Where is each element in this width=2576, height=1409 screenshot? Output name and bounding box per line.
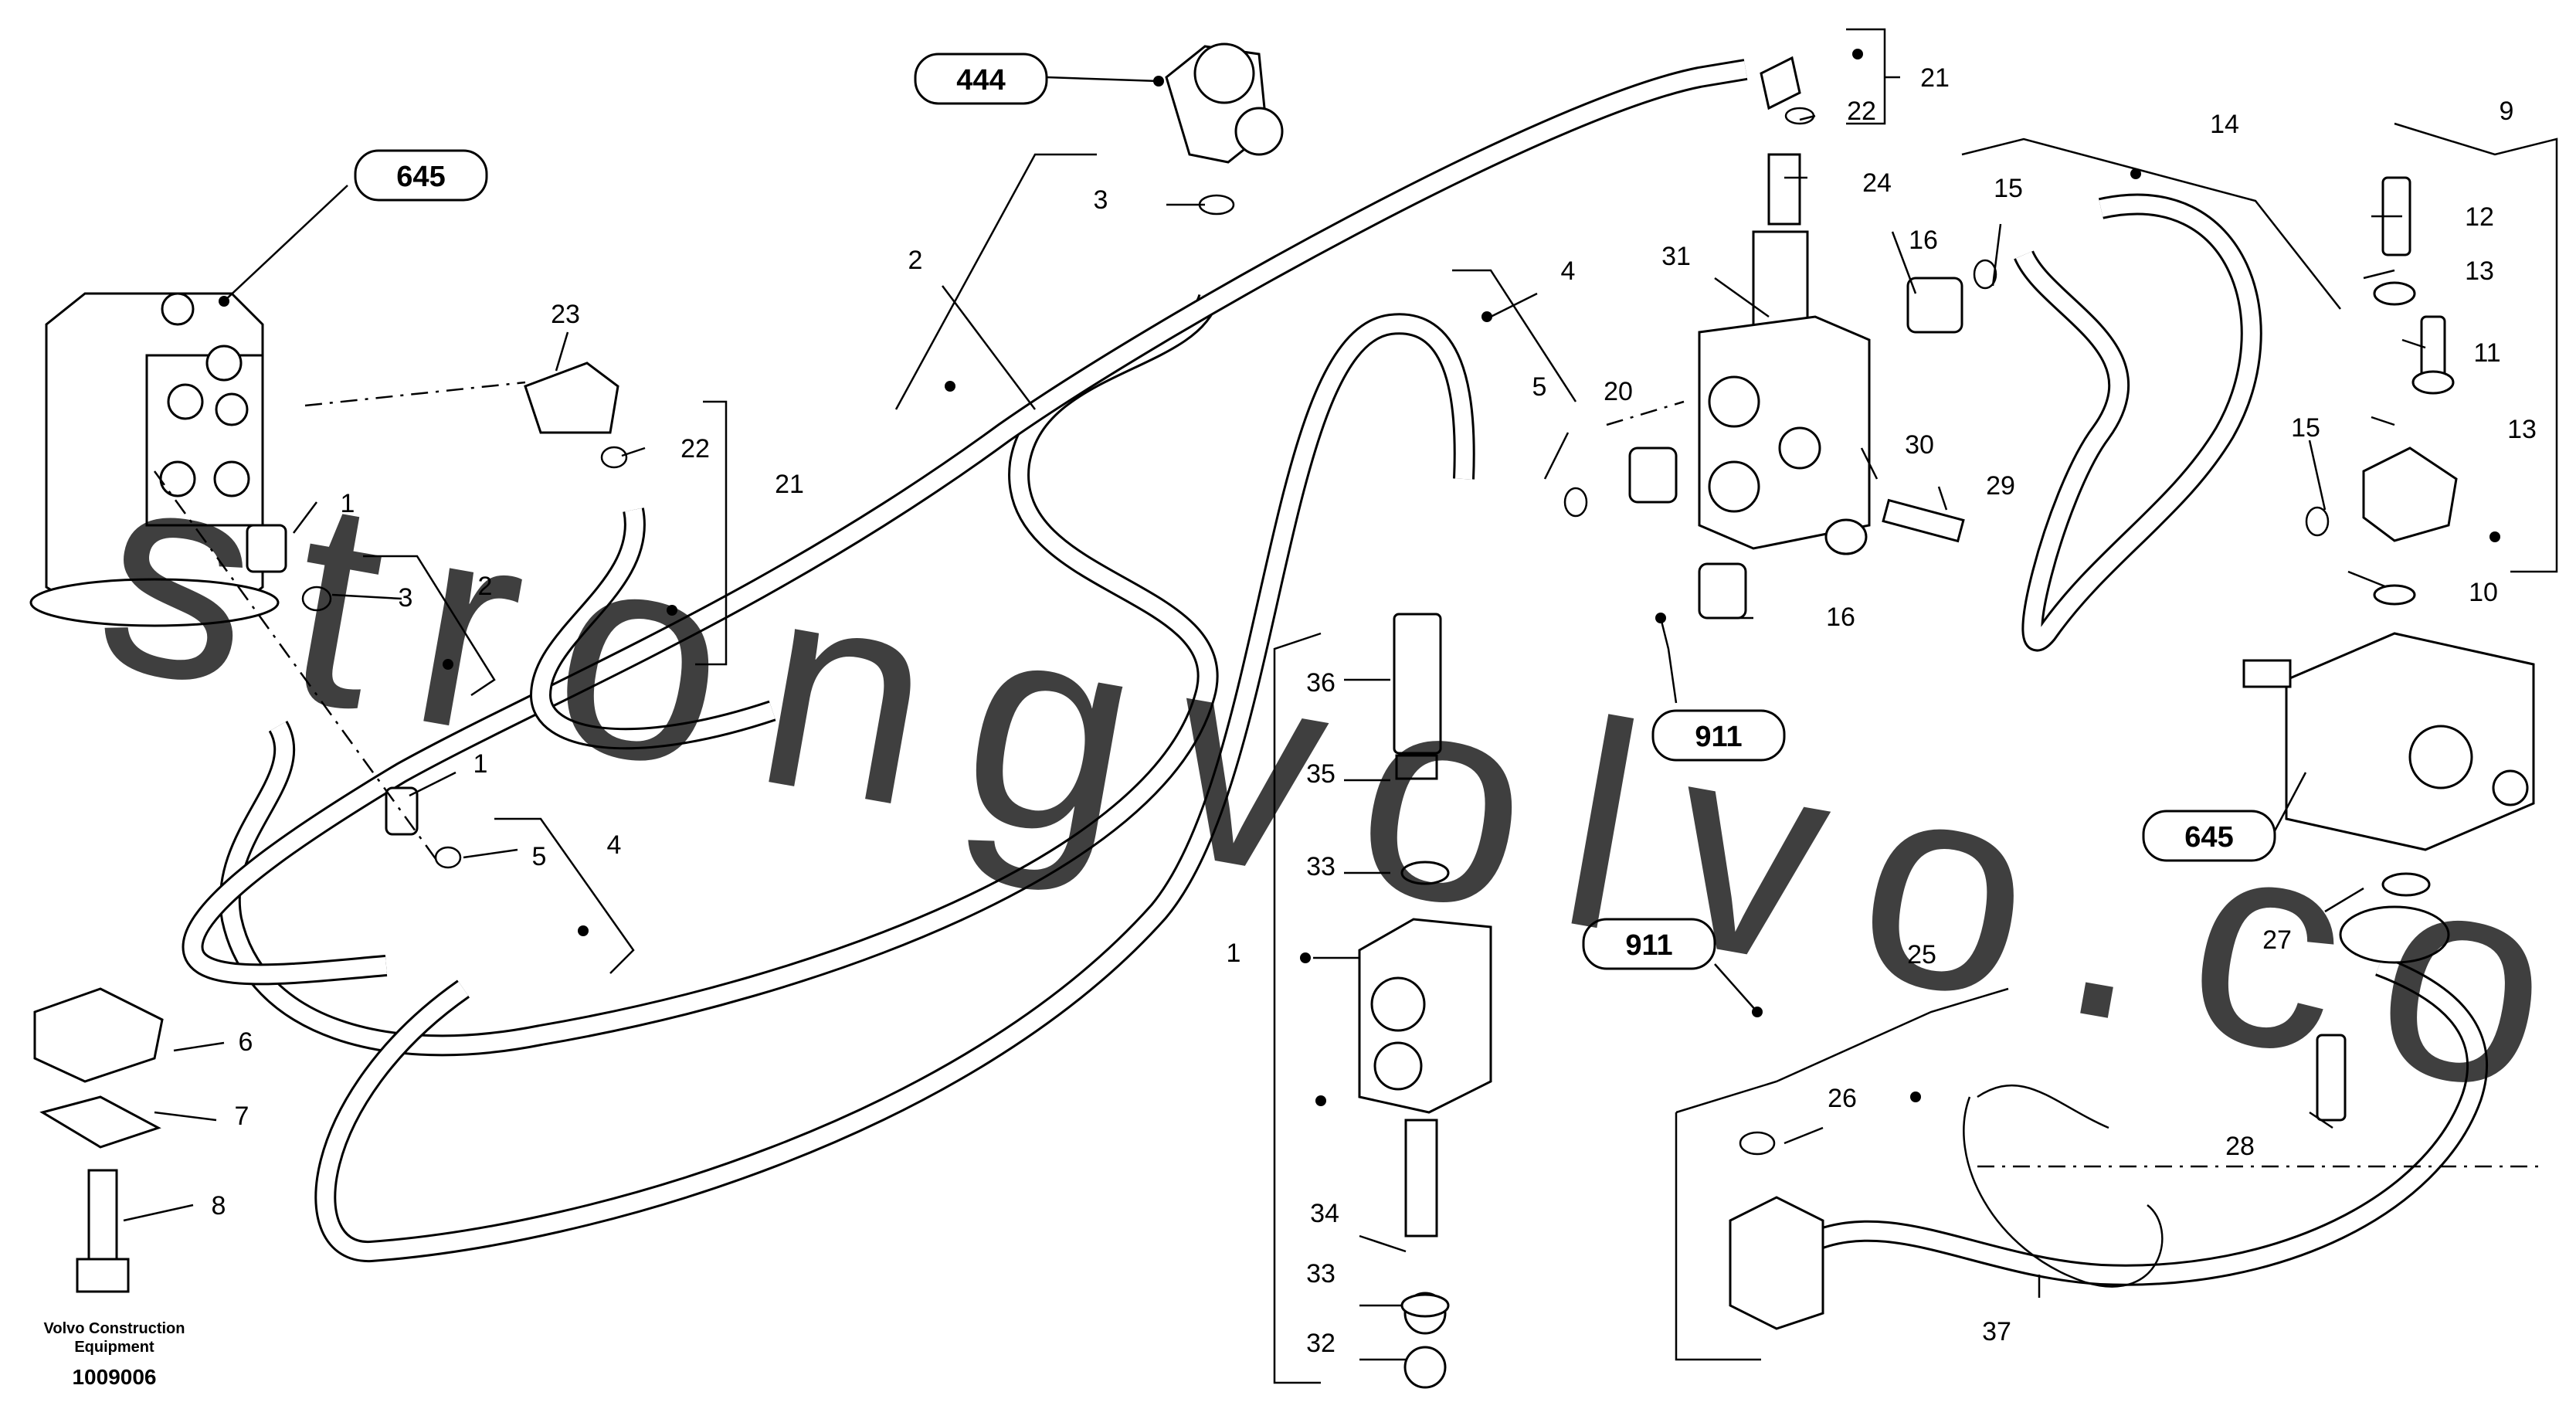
callout-645-right: 645 xyxy=(2142,810,2276,862)
label-31: 31 xyxy=(1661,242,1691,271)
hoses xyxy=(182,59,2489,1286)
brand-line-1: Volvo Construction xyxy=(44,1320,185,1337)
callout-911-mid-text: 911 xyxy=(1695,721,1742,753)
label-34: 34 xyxy=(1310,1199,1339,1228)
pump-645 xyxy=(2242,632,2535,851)
label-22-left: 22 xyxy=(680,434,710,463)
callout-444: 444 xyxy=(914,53,1048,105)
footer: Volvo Construction Equipment 1009006 xyxy=(44,1320,185,1389)
label-32: 32 xyxy=(1306,1329,1336,1358)
label-28: 28 xyxy=(2225,1132,2255,1161)
callout-645-top-text: 645 xyxy=(396,161,445,193)
label-37: 37 xyxy=(1982,1317,2011,1346)
watermark: strongvolvo.com xyxy=(80,400,2576,1213)
label-16-b: 16 xyxy=(1826,603,1855,632)
center-lines xyxy=(153,381,2541,1168)
drawing-number: 1009006 xyxy=(72,1365,156,1389)
watermark-text: strongvolvo.com xyxy=(80,400,2576,1213)
label-3-left: 3 xyxy=(399,583,413,613)
valve-block-31 xyxy=(1698,56,1871,550)
label-20: 20 xyxy=(1604,377,1633,406)
leader-lines xyxy=(123,28,2558,1384)
label-13-a: 13 xyxy=(2465,256,2494,286)
o-rings xyxy=(301,107,2455,1318)
label-21-left: 21 xyxy=(775,470,804,499)
callout-444-text: 444 xyxy=(956,64,1005,97)
label-27: 27 xyxy=(2262,925,2292,955)
label-7: 7 xyxy=(235,1102,249,1131)
label-33-b: 33 xyxy=(1306,1259,1336,1288)
label-11: 11 xyxy=(2473,338,2500,368)
callout-645-right-text: 645 xyxy=(2184,821,2233,854)
label-1-valve: 1 xyxy=(1227,939,1241,968)
label-12: 12 xyxy=(2465,202,2494,232)
label-36: 36 xyxy=(1306,668,1336,698)
label-13-b: 13 xyxy=(2507,415,2537,444)
label-33-a: 33 xyxy=(1306,852,1336,881)
label-2-left: 2 xyxy=(478,572,493,601)
part-numbers: 21 22 24 31 3 2 4 5 20 30 29 16 16 15 14… xyxy=(212,63,2537,1358)
label-30: 30 xyxy=(1905,430,1934,460)
label-26: 26 xyxy=(1828,1084,1857,1113)
label-4-left: 4 xyxy=(607,830,622,860)
label-25: 25 xyxy=(1907,940,1936,969)
label-15-b: 15 xyxy=(2291,413,2320,443)
label-3-top: 3 xyxy=(1094,185,1108,215)
steering-unit-645 xyxy=(29,292,280,627)
valve-block-1 xyxy=(1358,613,1492,1389)
callout-645-top: 645 xyxy=(354,149,488,202)
label-21-top: 21 xyxy=(1920,63,1950,93)
callout-911-mid: 911 xyxy=(1651,709,1786,762)
brand-line-2: Equipment xyxy=(74,1339,154,1356)
label-2-top: 2 xyxy=(908,246,923,275)
label-29: 29 xyxy=(1986,471,2015,501)
label-14: 14 xyxy=(2210,110,2239,139)
label-5-left: 5 xyxy=(532,842,547,871)
label-9: 9 xyxy=(2500,97,2514,126)
label-6: 6 xyxy=(239,1027,253,1057)
label-8: 8 xyxy=(212,1191,226,1221)
label-10: 10 xyxy=(2469,578,2498,607)
fittings xyxy=(33,42,2458,1330)
label-4-mid: 4 xyxy=(1561,256,1576,286)
label-24: 24 xyxy=(1862,168,1892,198)
label-35: 35 xyxy=(1306,759,1336,789)
label-1-b: 1 xyxy=(473,749,488,779)
label-16-a: 16 xyxy=(1909,226,1938,255)
label-5-mid: 5 xyxy=(1532,372,1547,402)
callout-911-bottom: 911 xyxy=(1582,918,1716,970)
label-15-a: 15 xyxy=(1994,174,2023,203)
label-23: 23 xyxy=(551,300,580,329)
label-22-top: 22 xyxy=(1847,97,1876,126)
leader-dots xyxy=(219,49,2500,1106)
callout-911-bottom-text: 911 xyxy=(1625,929,1672,962)
label-1-a: 1 xyxy=(341,489,355,518)
